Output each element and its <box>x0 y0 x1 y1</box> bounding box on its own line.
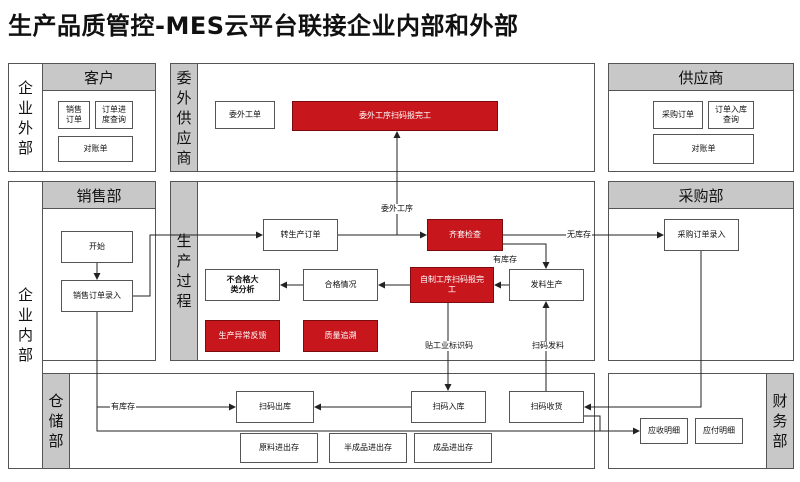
edge-label-outsource-process: 委外工序 <box>380 204 414 214</box>
external-label-panel: 企 业 外 部 <box>8 63 43 172</box>
start-box: 开始 <box>61 231 133 263</box>
scan-outbound-box: 扫码出库 <box>236 391 314 423</box>
sales-panel <box>42 181 156 361</box>
sales-header: 销售部 <box>42 181 156 209</box>
purchase-order-box: 采购订单 <box>653 101 703 129</box>
supplier-statement-box: 对账单 <box>653 134 754 164</box>
internal-label: 企 业 内 部 <box>17 286 33 364</box>
edge-label-in-stock-2: 有库存 <box>110 402 136 412</box>
supplier-header: 供应商 <box>608 63 794 91</box>
scan-inbound-box: 扫码入库 <box>411 391 486 423</box>
kitting-check-box: 齐套检查 <box>427 219 503 251</box>
payable-box: 应付明细 <box>695 418 743 444</box>
production-exception-box: 生产异常反馈 <box>205 320 280 352</box>
raw-material-io-box: 原料进出存 <box>240 433 318 463</box>
semi-finished-io-box: 半成品进出存 <box>329 433 407 463</box>
edge-receive-to-payable <box>584 415 639 432</box>
inhouse-scan-box: 自制工序扫码报完 工 <box>410 267 494 303</box>
qualified-status-box: 合格情况 <box>303 269 378 301</box>
edge-label-scan-issue: 扫码发料 <box>531 341 565 351</box>
warehouse-header: 仓 储 部 <box>42 373 70 469</box>
quality-trace-box: 质量追溯 <box>303 320 378 352</box>
warehouse-panel <box>42 373 595 469</box>
scan-receive-box: 扫码收货 <box>509 391 584 423</box>
outsourcing-header: 委 外 供 应 商 <box>170 63 198 172</box>
edge-label-no-stock: 无库存 <box>566 230 592 240</box>
customer-statement-box: 对账单 <box>58 136 133 162</box>
page-title: 生产品质管控-MES云平台联接企业内部和外部 <box>8 12 519 40</box>
edge-purchase-to-receive <box>584 251 702 411</box>
order-progress-box: 订单进 度查询 <box>95 101 133 129</box>
to-production-order-box: 转生产订单 <box>263 219 338 251</box>
outsource-scan-box: 委外工序扫码报完工 <box>292 101 498 131</box>
external-label: 企 业 外 部 <box>17 78 33 157</box>
customer-header: 客户 <box>42 63 156 91</box>
nonconform-analysis-box: 不合格大 类分析 <box>205 269 280 301</box>
release-production-box: 发料生产 <box>509 269 584 301</box>
finance-header: 财 务 部 <box>766 373 794 469</box>
edge-entry-to-outbound <box>96 312 236 411</box>
edge-entry-to-production-order <box>133 231 263 297</box>
sales-order-entry-box: 销售订单录入 <box>61 280 133 312</box>
receivable-box: 应收明细 <box>640 418 688 444</box>
finished-io-box: 成品进出存 <box>414 433 492 463</box>
sales-order-box: 销售 订单 <box>58 101 90 129</box>
outsource-order-box: 委外工单 <box>215 101 275 129</box>
edge-label-barcode: 贴工业标识码 <box>424 341 474 351</box>
edge-label-in-stock: 有库存 <box>492 255 518 265</box>
order-inbound-query-box: 订单入库 查询 <box>708 101 754 129</box>
edge-kitting-to-release <box>503 243 550 269</box>
purchase-order-entry-box: 采购订单录入 <box>664 219 739 251</box>
edge-to-receivable <box>96 407 640 435</box>
production-header: 生 产 过 程 <box>170 181 198 361</box>
purchasing-header: 采购部 <box>608 181 794 209</box>
